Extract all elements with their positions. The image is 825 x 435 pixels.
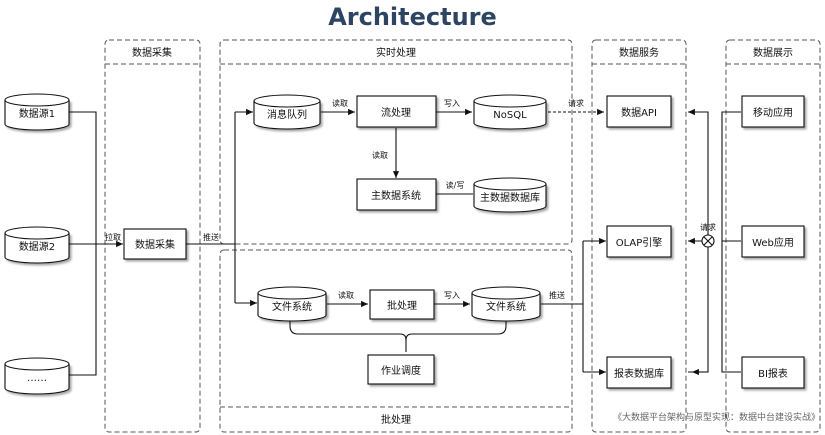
- node-batchproc: 批处理: [369, 289, 435, 320]
- edge-label-request1: 请求: [568, 98, 584, 108]
- node-bi: BI报表: [741, 356, 805, 389]
- edge-brace-left: [289, 318, 407, 352]
- edge-label-read2: 读取: [372, 150, 388, 160]
- edge-brace-right: [405, 318, 507, 341]
- node-stream-label: 流处理: [381, 106, 411, 119]
- node-batchproc-label: 批处理: [387, 299, 417, 312]
- node-olap-label: OLAP引擎: [616, 236, 663, 249]
- node-source2-label: 数据源2: [19, 240, 55, 253]
- group-batch-label: 批处理: [381, 413, 411, 426]
- node-scheduler: 作业调度: [367, 354, 435, 385]
- node-source1: 数据源1: [4, 93, 70, 131]
- node-collector: 数据采集: [123, 228, 187, 260]
- group-collect: 数据采集: [104, 39, 201, 433]
- edge-label-push2: 推送: [549, 290, 565, 300]
- group-collect-label: 数据采集: [132, 46, 172, 59]
- node-scheduler-label: 作业调度: [381, 364, 421, 377]
- edge-label-write2: 写入: [444, 291, 460, 300]
- group-service-label: 数据服务: [619, 46, 659, 59]
- node-source3: ……: [4, 357, 70, 395]
- node-nosql-label: NoSQL: [493, 110, 527, 121]
- edge-label-write1: 写入: [444, 99, 460, 108]
- node-stream: 流处理: [356, 95, 437, 128]
- edge-label-read3: 读取: [338, 290, 354, 300]
- node-source2: 数据源2: [4, 226, 70, 264]
- node-olap: OLAP引擎: [606, 225, 672, 258]
- node-source3-label: ……: [27, 373, 47, 384]
- node-fs2-label: 文件系统: [486, 300, 526, 313]
- node-bi-label: BI报表: [758, 367, 788, 380]
- edge-display-bus: [721, 111, 741, 373]
- edge-label-readwrite: 读/写: [446, 180, 465, 190]
- node-mq-label: 消息队列: [267, 108, 307, 121]
- node-reportdb-label: 报表数据库: [614, 367, 664, 380]
- edge-label-push1: 推送: [203, 232, 219, 242]
- group-display: 数据展示: [725, 39, 821, 433]
- group-realtime-label: 实时处理: [376, 46, 416, 59]
- node-nosql: NoSQL: [473, 94, 547, 130]
- node-api: 数据API: [606, 95, 672, 128]
- node-mq: 消息队列: [253, 94, 321, 130]
- edge-label-pull: 拉取: [105, 232, 121, 242]
- node-mobile: 移动应用: [741, 95, 805, 128]
- node-mdmdb: 主数据数据库: [473, 177, 547, 213]
- node-fs1: 文件系统: [257, 286, 327, 322]
- node-mdm: 主数据系统: [356, 178, 437, 211]
- node-api-label: 数据API: [621, 106, 657, 119]
- diagram-title: Architecture: [328, 3, 497, 31]
- edge-label-read1: 读取: [332, 98, 348, 108]
- node-mdm-label: 主数据系统: [371, 189, 421, 202]
- node-fs2: 文件系统: [471, 286, 541, 322]
- group-realtime: 实时处理: [219, 39, 573, 245]
- footer-credit: 《大数据平台架构与原型实现：数据中台建设实战》: [613, 411, 820, 423]
- node-reportdb: 报表数据库: [606, 356, 672, 389]
- node-web: Web应用: [741, 225, 805, 258]
- group-service: 数据服务: [591, 39, 687, 433]
- node-mobile-label: 移动应用: [753, 106, 793, 119]
- group-batch: 批处理: [219, 249, 573, 433]
- group-display-label: 数据展示: [753, 46, 793, 59]
- node-collector-label: 数据采集: [135, 238, 175, 251]
- node-mdmdb-label: 主数据数据库: [480, 191, 540, 204]
- request-junction-icon: [701, 234, 715, 248]
- node-web-label: Web应用: [752, 236, 794, 249]
- node-fs1-label: 文件系统: [272, 300, 312, 313]
- node-source1-label: 数据源1: [19, 107, 55, 120]
- edge-label-request2: 请求: [700, 222, 716, 232]
